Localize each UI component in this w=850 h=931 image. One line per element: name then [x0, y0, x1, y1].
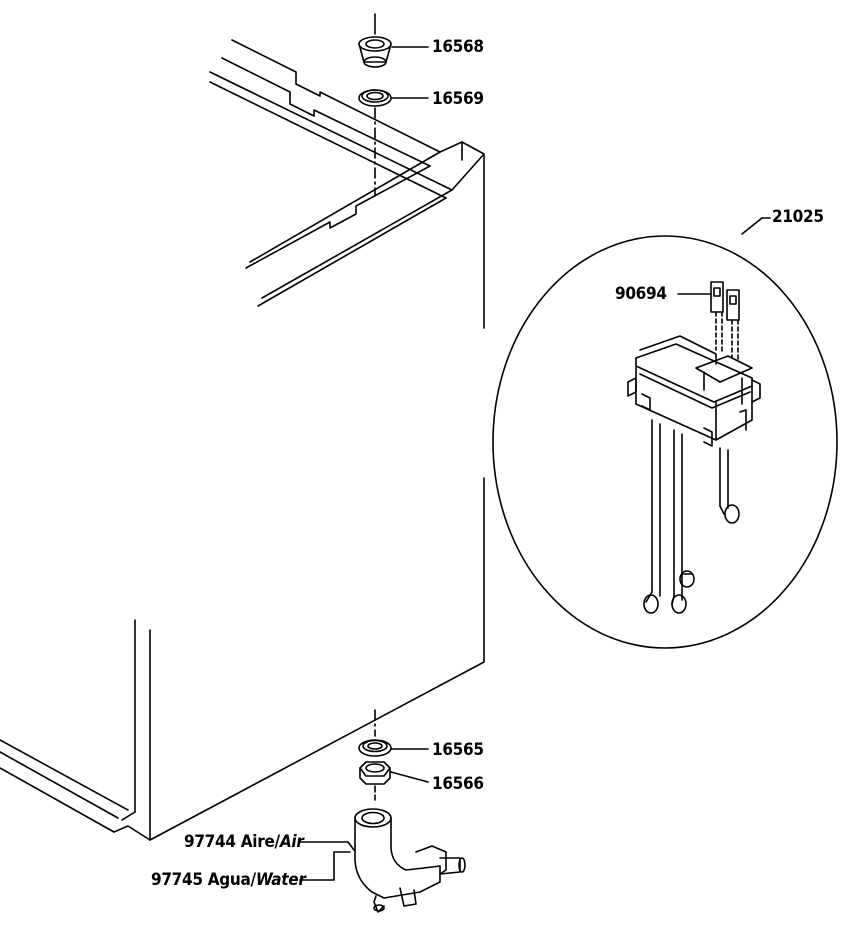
elbow-part — [299, 808, 466, 913]
fitting-16568-part — [358, 13, 429, 68]
washer-16569-part — [358, 89, 429, 197]
label-air: Air — [279, 832, 304, 852]
detail-bubble-21025 — [492, 217, 838, 649]
part-label-16568: 16568 — [432, 37, 484, 57]
part-label-16566: 16566 — [432, 774, 484, 794]
part-label-97745: 97745 Agua/Water — [151, 870, 306, 890]
label-water: Water — [255, 870, 306, 890]
bottom-fittings — [358, 709, 429, 801]
part-label-97744: 97744 Aire/Air — [184, 832, 304, 852]
cabinet-top-edge — [209, 39, 485, 307]
label-aire: Aire/ — [240, 832, 280, 852]
part-label-16569: 16569 — [432, 89, 484, 109]
part-label-16565: 16565 — [432, 740, 484, 760]
cabinet-body — [0, 149, 485, 841]
label-agua: Agua/ — [207, 870, 256, 890]
part-label-21025: 21025 — [772, 207, 824, 227]
part-number-97744: 97744 — [184, 832, 236, 852]
part-label-90694: 90694 — [615, 284, 667, 304]
part-number-97745: 97745 — [151, 870, 203, 890]
